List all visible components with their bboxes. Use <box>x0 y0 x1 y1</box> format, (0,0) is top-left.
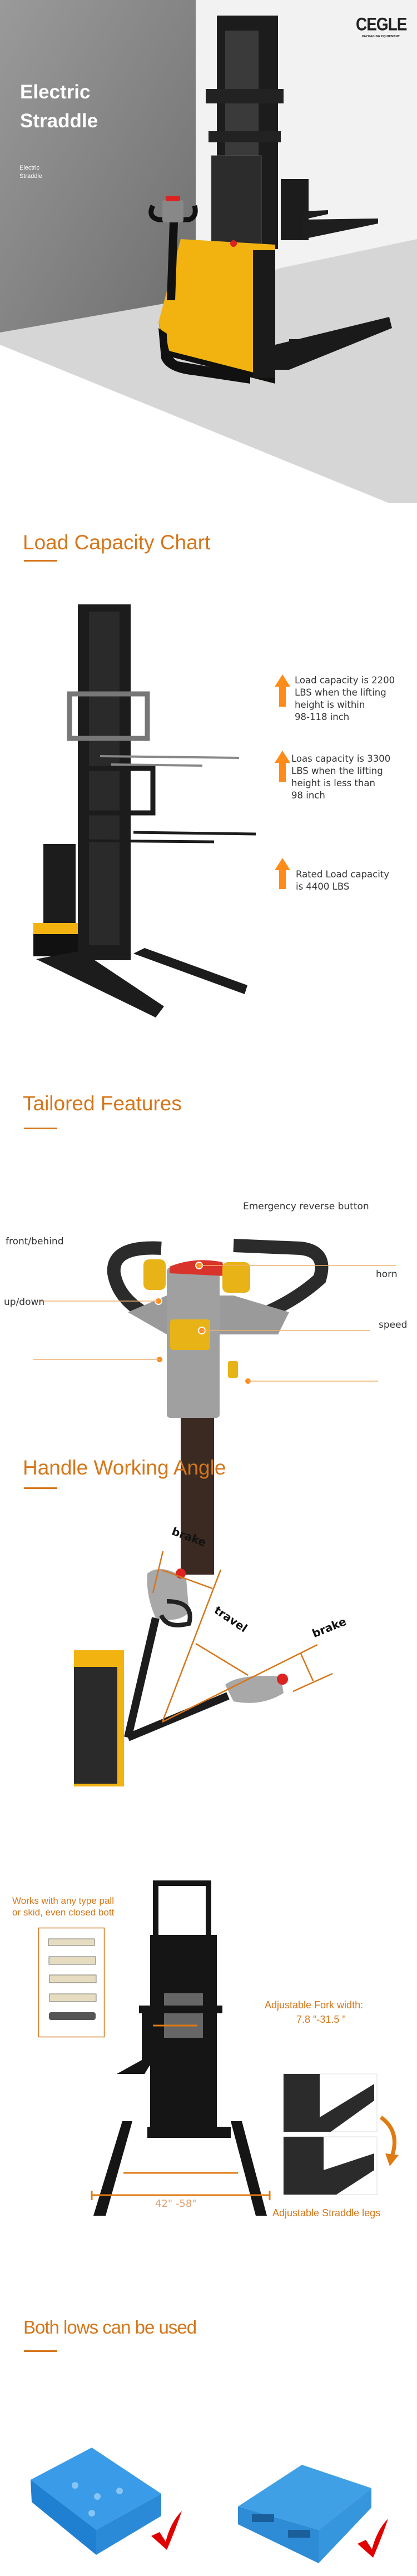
capacity-note-line: height is within <box>295 699 365 710</box>
label-emergency-reverse-button: Emergency reverse button <box>243 1201 369 1212</box>
capacity-note-line: height is less than <box>291 778 375 788</box>
handle-closeup-image <box>33 1239 396 1575</box>
capacity-arrow-icon <box>275 674 290 707</box>
pallet-image-left <box>31 2448 161 2555</box>
pallet-types-box <box>38 1927 105 2038</box>
pallet-compat-note-line: or skid, even closed bott <box>12 1907 115 1918</box>
hero-subtitle-line1: Electric <box>19 165 40 171</box>
front-view-forklift-image <box>91 1880 271 2216</box>
brand-logo: CEGLE PACKAGING EQUIPMENT <box>356 14 407 38</box>
hero-subtitle-line2: Straddle <box>19 173 42 180</box>
title-underline <box>24 1487 57 1489</box>
capacity-note-line: 98 inch <box>291 790 325 801</box>
capacity-note-line: Loas capacity is 3300 <box>291 753 391 764</box>
load-capacity-forklift-image <box>33 604 256 1018</box>
checkmark-icon <box>151 2511 182 2550</box>
tailored-features-title: Tailored Features <box>23 1092 182 1115</box>
capacity-note-line: LBS when the lifting <box>295 687 386 698</box>
capacity-note-4400: Rated Load capacity is 4400 LBS <box>296 868 389 893</box>
capacity-note-line: Rated Load capacity <box>296 869 390 880</box>
straddle-range-value: 42" -58" <box>155 2198 197 2210</box>
hero-title-line2: Straddle <box>20 110 98 132</box>
pallet-image-right <box>238 2465 371 2563</box>
capacity-arrow-icon <box>275 858 290 889</box>
label-horn: horn <box>376 1269 398 1280</box>
capacity-note-2200: Load capacity is 2200 LBS when the lifti… <box>295 674 395 723</box>
capacity-note-line: is 4400 LBS <box>296 881 350 892</box>
capacity-note-line: LBS when the lifting <box>291 766 383 776</box>
pallet-compat-note: Works with any type pall or skid, even c… <box>12 1895 114 1918</box>
label-up-down: up/down <box>4 1297 45 1308</box>
fork-width-label: Adjustable Fork width: <box>265 1999 364 2011</box>
hero-banner: Electric Straddle Electric Straddle CEGL… <box>0 0 417 503</box>
hero-title-line1: Electric <box>20 81 91 103</box>
brand-logo-tagline: PACKAGING EQUIPMENT <box>362 35 400 38</box>
straddle-legs-label: Adjustable Straddle legs <box>272 2207 381 2218</box>
load-capacity-title: Load Capacity Chart <box>23 531 211 554</box>
capacity-note-line: Load capacity is 2200 <box>295 675 395 686</box>
straddle-leg-detail-images <box>283 2073 399 2195</box>
pallets-title: Both lows can be used <box>23 2317 197 2337</box>
handle-working-angle-title: Handle Working Angle <box>23 1456 226 1479</box>
checkmark-icon <box>358 2519 388 2558</box>
hero-subtitle: Electric Straddle <box>19 164 42 181</box>
label-front-behind: front/behind <box>6 1236 64 1247</box>
hero-title: Electric Straddle <box>20 78 98 136</box>
title-underline <box>24 1128 57 1129</box>
hero-forklift-image <box>148 16 392 384</box>
pallet-compat-note-line: Works with any type pall <box>12 1895 114 1906</box>
label-speed: speed <box>379 1319 408 1331</box>
brand-logo-name: CEGLE <box>356 14 407 34</box>
title-underline <box>24 560 57 562</box>
capacity-arrow-icon <box>275 751 290 782</box>
fork-width-value: 7.8 "-31.5 " <box>296 2014 346 2025</box>
title-underline <box>24 2350 57 2352</box>
capacity-note-3300: Loas capacity is 3300 LBS when the lifti… <box>291 753 390 802</box>
capacity-note-line: 98-118 inch <box>295 712 350 722</box>
handle-angle-diagram <box>74 1551 333 1786</box>
